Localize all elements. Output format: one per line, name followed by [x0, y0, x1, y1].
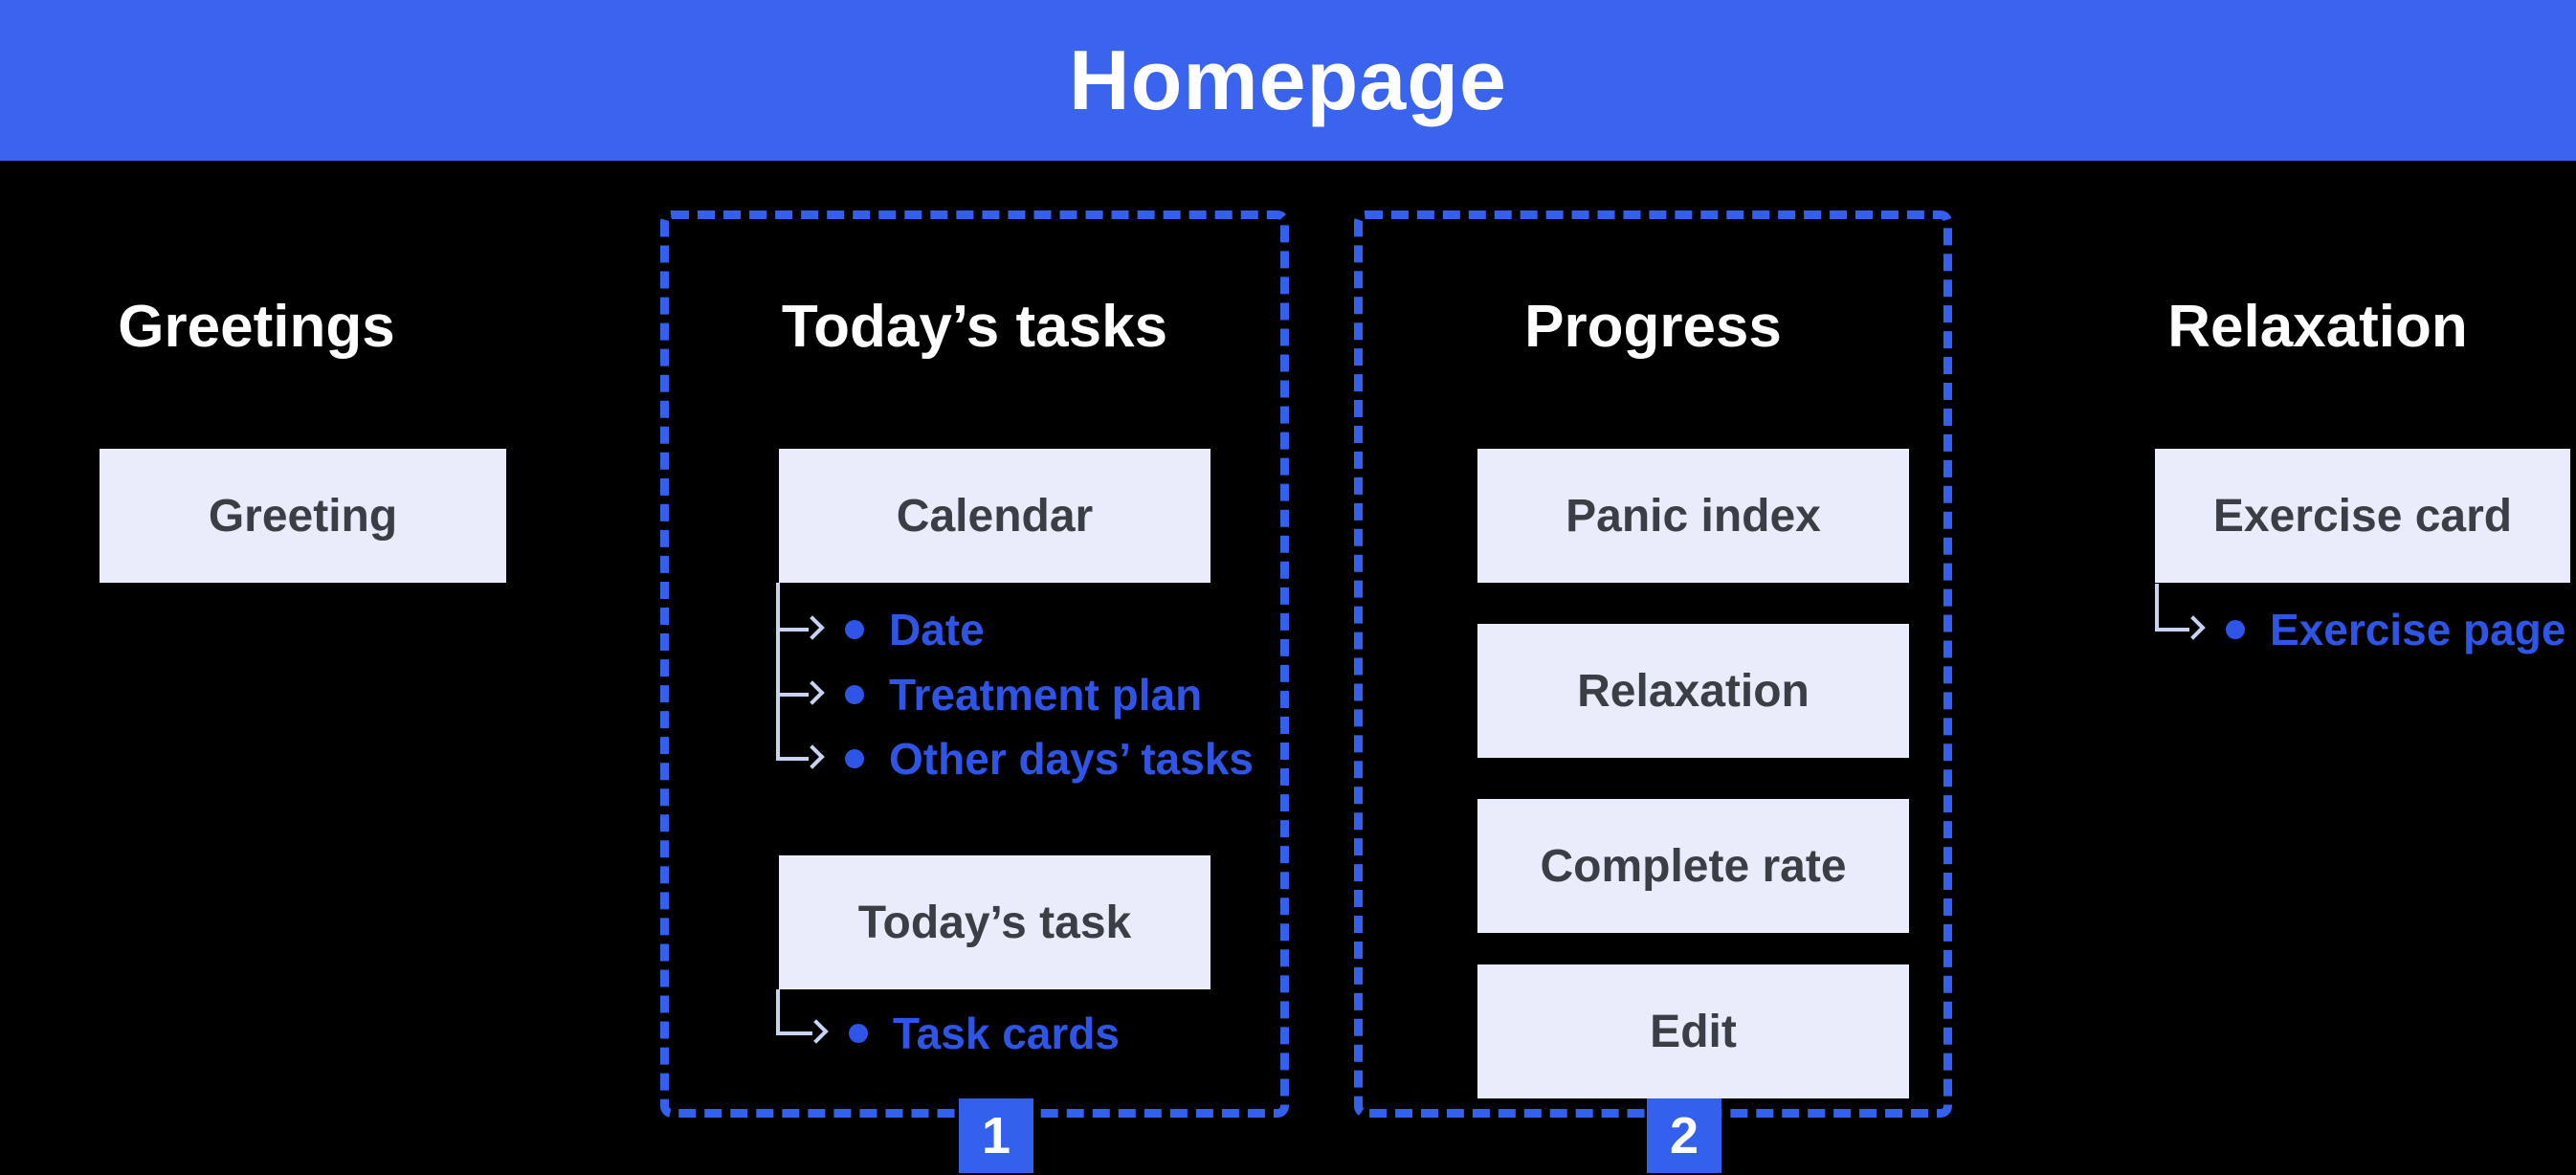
- bullet-icon: [845, 620, 864, 639]
- arrow-right-icon: [2181, 615, 2206, 640]
- connector-line: [776, 628, 809, 632]
- header-banner: Homepage: [0, 0, 2576, 161]
- panic-index-card: Panic index: [1477, 449, 1909, 583]
- calendar-card: Calendar: [779, 449, 1210, 583]
- bullet-icon: [845, 749, 864, 768]
- column-heading-progress: Progress: [1524, 294, 1782, 360]
- exercise-card: Exercise card: [2155, 449, 2570, 583]
- bullet-icon: [845, 685, 864, 704]
- step-badge-2: 2: [1647, 1098, 1721, 1173]
- column-heading-relaxation: Relaxation: [2167, 294, 2468, 360]
- list-item-exercise-page: Exercise page: [2226, 601, 2565, 658]
- list-item-other-days-tasks: Other days’ tasks: [845, 730, 1254, 787]
- column-heading-todays-tasks: Today’s tasks: [781, 294, 1168, 360]
- connector-line: [776, 693, 809, 697]
- list-item-task-cards: Task cards: [849, 1005, 1120, 1062]
- connector-line: [776, 1031, 812, 1035]
- connector-line: [776, 757, 809, 761]
- connector-line: [776, 989, 780, 1035]
- page-title: Homepage: [1069, 33, 1507, 127]
- step-badge-1: 1: [959, 1098, 1033, 1173]
- connector-line: [776, 583, 780, 761]
- bullet-icon: [2226, 620, 2245, 639]
- list-item-treatment-plan: Treatment plan: [845, 666, 1202, 723]
- greeting-card: Greeting: [100, 449, 506, 583]
- edit-card: Edit: [1477, 964, 1909, 1098]
- complete-rate-card: Complete rate: [1477, 799, 1909, 933]
- list-item-date: Date: [845, 601, 985, 658]
- column-heading-greetings: Greetings: [118, 294, 395, 360]
- bullet-icon: [849, 1024, 868, 1043]
- connector-line: [2155, 584, 2159, 632]
- connector-line: [2155, 628, 2189, 632]
- relaxation-card: Relaxation: [1477, 624, 1909, 758]
- todays-task-card: Today’s task: [779, 855, 1210, 989]
